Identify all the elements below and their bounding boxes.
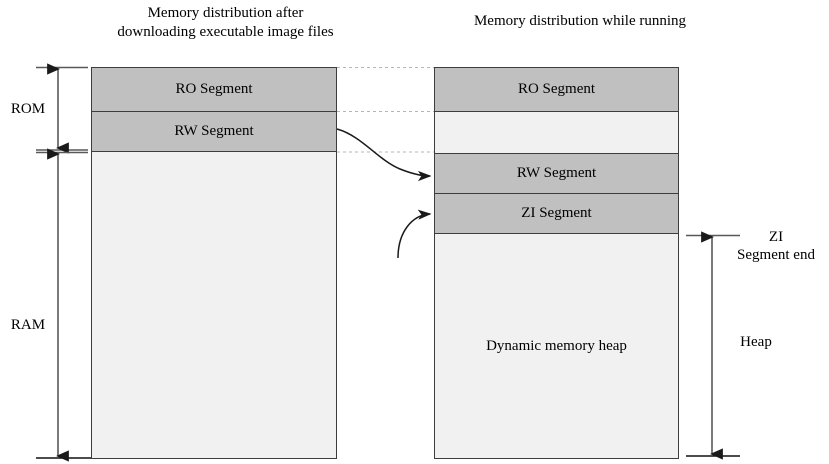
zi-segment-end-label: ZI Segment end [737, 229, 815, 263]
right-column-title: Memory distribution while running [473, 13, 687, 29]
right-ro-segment-label: RO Segment [517, 81, 596, 97]
right-rw-segment: RW Segment [434, 153, 679, 194]
right-gap-region [434, 111, 679, 154]
left-rw-segment-label: RW Segment [174, 123, 254, 139]
connector-zi-arrow [397, 209, 432, 259]
right-dynamic-memory-heap-label: Dynamic memory heap [486, 337, 627, 354]
heap-dimension [686, 231, 740, 460]
right-ro-segment: RO Segment [434, 67, 679, 112]
left-ro-segment: RO Segment [91, 67, 337, 112]
right-zi-segment-label: ZI Segment [521, 205, 592, 221]
right-zi-segment: ZI Segment [434, 193, 679, 234]
left-ro-segment-label: RO Segment [175, 81, 253, 97]
ram-label: RAM [10, 317, 46, 333]
right-dynamic-memory-heap: Dynamic memory heap [434, 233, 679, 459]
left-column-title: Memory distribution after downloading ex… [117, 5, 334, 40]
right-rw-segment-label: RW Segment [516, 165, 597, 181]
heap-label: Heap [740, 334, 772, 350]
connector-rw-arrow [336, 128, 432, 182]
rom-label: ROM [10, 101, 46, 117]
left-rw-segment: RW Segment [91, 111, 337, 152]
guide-lines [337, 67, 434, 153]
left-free-space [91, 151, 337, 459]
